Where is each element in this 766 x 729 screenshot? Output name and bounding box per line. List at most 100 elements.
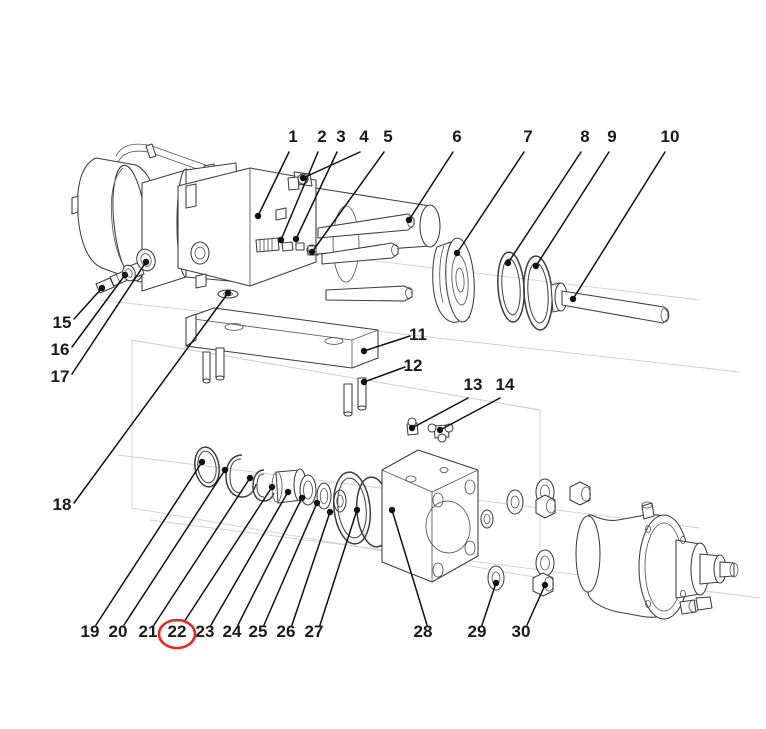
callout-22[interactable]: 22 [168,483,276,641]
leader-line-3 [295,151,338,240]
callout-label-26[interactable]: 26 [277,622,296,641]
callout-16[interactable]: 16 [51,271,129,359]
leader-line-8 [507,151,582,264]
leader-line-10 [572,151,666,300]
leader-line-25 [263,502,318,626]
leader-dot-29 [492,579,500,587]
callout-25[interactable]: 25 [249,499,321,641]
callout-label-15[interactable]: 15 [53,313,72,332]
callout-11[interactable]: 11 [360,325,427,355]
callout-5[interactable]: 5 [308,127,393,256]
callout-label-16[interactable]: 16 [51,340,70,359]
motor-body [575,501,739,620]
leader-line-4 [302,151,361,179]
leader-line-29 [481,582,497,626]
callout-3[interactable]: 3 [292,127,346,243]
callout-1[interactable]: 1 [254,127,298,220]
callout-label-29[interactable]: 29 [468,622,487,641]
leader-line-17 [71,261,147,375]
callout-label-12[interactable]: 12 [404,356,423,375]
leader-dot-21 [246,474,254,482]
callout-label-17[interactable]: 17 [51,367,70,386]
leader-dot-4 [299,174,307,182]
callout-label-14[interactable]: 14 [496,375,515,394]
leader-dot-23 [284,488,292,496]
callout-30[interactable]: 30 [512,581,549,641]
leader-dot-15 [98,284,106,292]
piston-rod [550,282,670,324]
callout-2[interactable]: 2 [277,127,327,244]
callout-17[interactable]: 17 [51,258,150,386]
oring-26 [332,471,372,545]
callout-21[interactable]: 21 [139,474,254,641]
callout-12[interactable]: 12 [360,356,423,386]
callout-6[interactable]: 6 [405,127,462,224]
leader-line-6 [408,151,454,221]
callout-label-28[interactable]: 28 [414,622,433,641]
leader-line-23 [210,491,289,626]
callout-label-25[interactable]: 25 [249,622,268,641]
callout-label-19[interactable]: 19 [81,622,100,641]
callout-9[interactable]: 9 [532,127,617,270]
leader-dot-26 [326,508,334,516]
callout-label-3[interactable]: 3 [336,127,345,146]
callout-label-27[interactable]: 27 [305,622,324,641]
leader-line-7 [456,151,525,254]
seal-24 [316,482,332,510]
leader-dot-2 [277,236,285,244]
callout-18[interactable]: 18 [53,289,232,514]
callout-label-23[interactable]: 23 [196,622,215,641]
piston-and-seal-stack [432,237,670,331]
leader-dot-28 [388,506,396,514]
tie-rods [317,213,415,302]
callout-label-13[interactable]: 13 [464,375,483,394]
leader-line-9 [535,151,610,267]
callout-19[interactable]: 19 [81,458,206,641]
callout-label-22[interactable]: 22 [168,622,187,641]
leader-dot-10 [569,295,577,303]
callout-27[interactable]: 27 [305,506,361,641]
leader-dot-20 [221,466,229,474]
callout-10[interactable]: 10 [569,127,680,303]
callout-label-20[interactable]: 20 [109,622,128,641]
leader-dot-30 [541,581,549,589]
callout-15[interactable]: 15 [53,284,106,332]
callout-29[interactable]: 29 [468,579,500,641]
callout-8[interactable]: 8 [504,127,590,267]
callout-label-4[interactable]: 4 [359,127,369,146]
leader-line-27 [319,509,358,626]
callout-label-6[interactable]: 6 [452,127,461,146]
callout-label-2[interactable]: 2 [317,127,326,146]
ring-21 [252,469,275,502]
leader-dot-7 [453,249,461,257]
callout-label-8[interactable]: 8 [580,127,589,146]
callout-label-21[interactable]: 21 [139,622,158,641]
leader-dot-18 [224,289,232,297]
washer-25 [333,489,347,513]
leader-dot-27 [353,506,361,514]
callout-23[interactable]: 23 [196,488,292,641]
callout-20[interactable]: 20 [109,466,229,641]
callout-4[interactable]: 4 [299,127,369,182]
bushing-22 [271,468,307,504]
callout-label-10[interactable]: 10 [661,127,680,146]
callout-13[interactable]: 13 [408,375,483,432]
callout-28[interactable]: 28 [388,506,433,641]
callout-label-1[interactable]: 1 [288,127,297,146]
callout-label-5[interactable]: 5 [383,127,392,146]
leader-line-30 [526,584,546,626]
callout-label-18[interactable]: 18 [53,495,72,514]
callout-26[interactable]: 26 [277,508,334,641]
leader-line-24 [237,497,303,626]
callout-label-11[interactable]: 11 [409,325,427,344]
callout-label-24[interactable]: 24 [223,622,242,641]
leader-line-18 [73,292,229,504]
callout-label-9[interactable]: 9 [607,127,616,146]
leader-line-16 [71,274,126,348]
callout-label-30[interactable]: 30 [512,622,531,641]
callout-24[interactable]: 24 [223,494,306,641]
leader-line-15 [73,287,103,320]
callout-7[interactable]: 7 [453,127,533,257]
callout-14[interactable]: 14 [436,375,515,434]
callout-label-7[interactable]: 7 [523,127,532,146]
